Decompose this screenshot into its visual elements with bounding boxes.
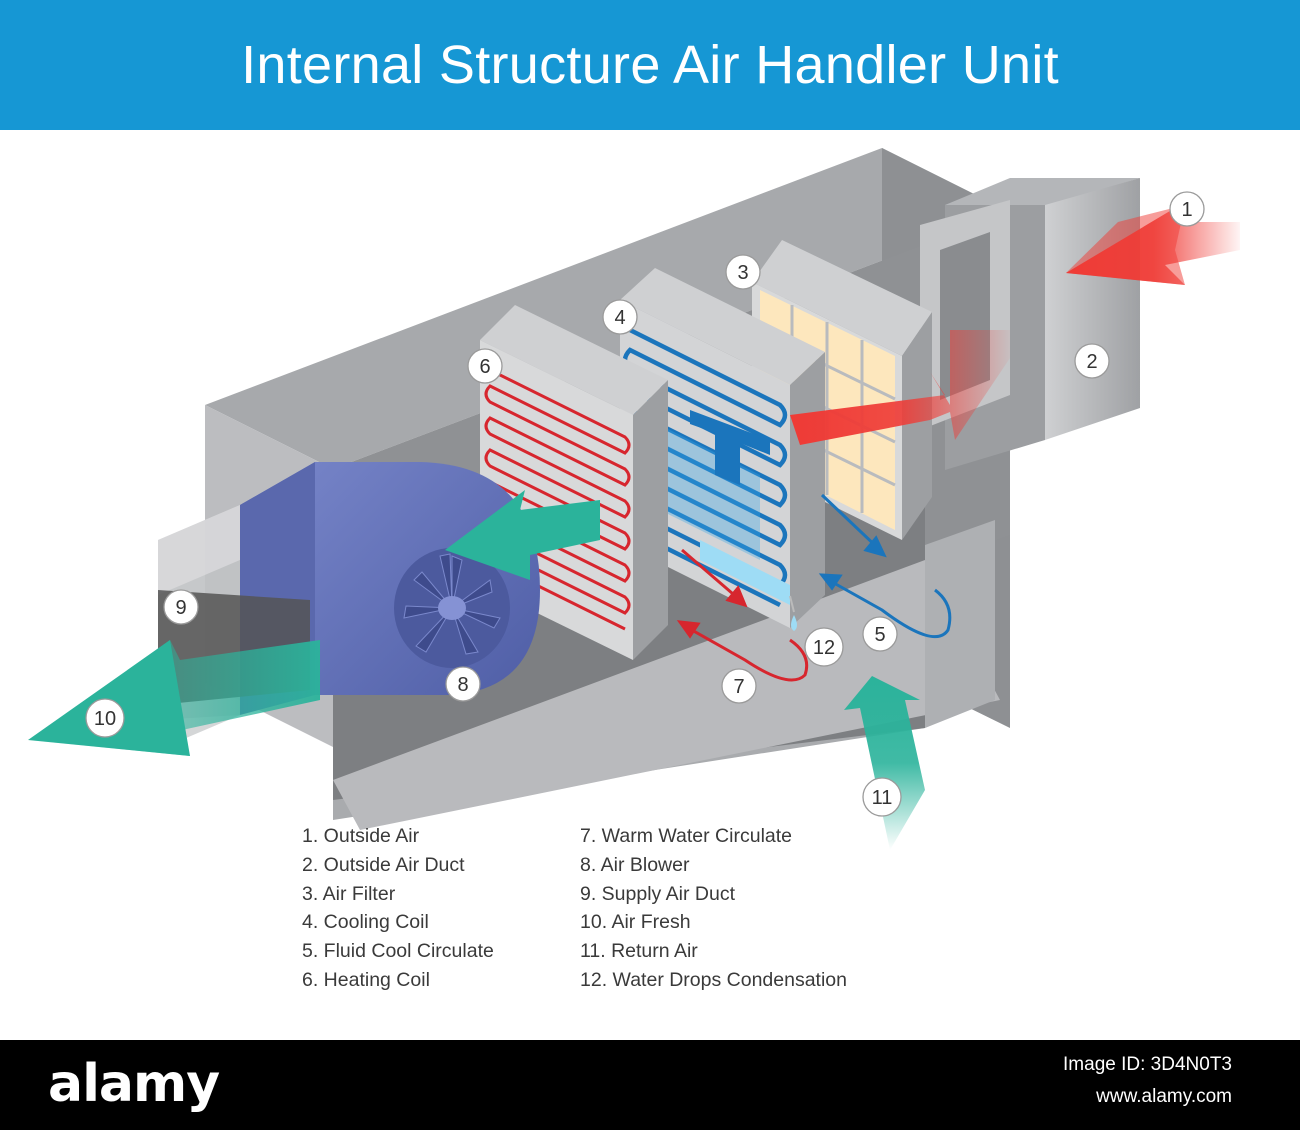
warm-water-loop (676, 548, 809, 682)
callout-1: 1 (1169, 191, 1205, 227)
outside-air-duct-front (1045, 178, 1140, 440)
svg-text:1: 1 (1181, 199, 1192, 221)
svg-text:9: 9 (175, 597, 186, 619)
callout-11: 11 (862, 777, 902, 817)
housing-base (333, 560, 1000, 830)
callout-4: 4 (602, 299, 638, 335)
diagram-title: Internal Structure Air Handler Unit (241, 35, 1059, 95)
outside-air-duct-top (945, 178, 1140, 205)
legend-item: 11. Return Air (580, 940, 698, 963)
svg-text:7: 7 (733, 676, 744, 698)
legend-item: 6. Heating Coil (302, 968, 430, 991)
outside-air-arrow-head (1066, 205, 1185, 285)
return-air-arrow (844, 676, 925, 850)
svg-text:4: 4 (614, 307, 625, 329)
water-drop (791, 615, 797, 631)
blower-fan-hub (438, 596, 466, 620)
lower-rear-block (925, 520, 995, 728)
cool-air-highlight (650, 420, 760, 560)
legend-item: 10. Air Fresh (580, 911, 691, 934)
svg-text:12: 12 (813, 637, 835, 659)
heating-coil-tubes (484, 368, 631, 631)
callout-10: 10 (85, 698, 125, 738)
drain-pipe (789, 595, 795, 613)
legend-item: 9. Supply Air Duct (580, 882, 735, 905)
callout-7: 7 (721, 668, 757, 704)
internal-blue-arrow (690, 410, 770, 485)
legend-item: 12. Water Drops Condensation (580, 968, 848, 991)
legend-item: 5. Fluid Cool Circulate (302, 940, 494, 963)
callout-3: 3 (725, 254, 761, 290)
title-banner: Internal Structure Air Handler Unit (0, 0, 1300, 130)
legend-item: 4. Cooling Coil (302, 911, 429, 934)
site-url: www.alamy.com (1096, 1086, 1232, 1107)
legend-item: 1. Outside Air (302, 825, 420, 847)
callout-2: 2 (1074, 343, 1110, 379)
fresh-air-arrow-head (28, 640, 190, 756)
callout-12: 12 (804, 627, 844, 667)
legend-right-column: 7. Warm Water Circulate 8. Air Blower 9.… (580, 822, 847, 995)
legend-item: 8. Air Blower (580, 853, 690, 876)
supply-air-arrow (445, 490, 600, 580)
legend-item: 2. Outside Air Duct (302, 853, 465, 876)
svg-text:3: 3 (737, 262, 748, 284)
legend-item: 3. Air Filter (302, 882, 396, 905)
callout-6: 6 (467, 348, 503, 384)
svg-text:10: 10 (94, 708, 116, 730)
callout-8: 8 (445, 666, 481, 702)
air-blower (240, 462, 540, 715)
watermark-footer: alamy Image ID: 3D4N0T3 www.alamy.com (0, 1040, 1300, 1130)
legend-left-column: 1. Outside Air 2. Outside Air Duct 3. Ai… (302, 822, 494, 995)
svg-text:5: 5 (874, 624, 885, 646)
alamy-logo: alamy (48, 1054, 220, 1114)
svg-text:6: 6 (479, 356, 490, 378)
image-id-label: Image ID: 3D4N0T3 (1063, 1054, 1232, 1075)
fluid-cool-loop (818, 493, 952, 639)
callout-9: 9 (163, 589, 199, 625)
legend: 1. Outside Air 2. Outside Air Duct 3. Ai… (300, 822, 1000, 1002)
heating-coil (480, 305, 668, 660)
svg-text:2: 2 (1086, 351, 1097, 373)
svg-text:8: 8 (457, 674, 468, 696)
legend-item: 7. Warm Water Circulate (580, 825, 793, 847)
air-handler-diagram: 1 2 3 4 5 6 7 8 9 10 11 12 (28, 148, 1240, 850)
callout-5: 5 (862, 616, 898, 652)
svg-text:11: 11 (872, 787, 893, 809)
condensate-tray (700, 540, 790, 605)
inside-duct-air (790, 330, 1010, 445)
